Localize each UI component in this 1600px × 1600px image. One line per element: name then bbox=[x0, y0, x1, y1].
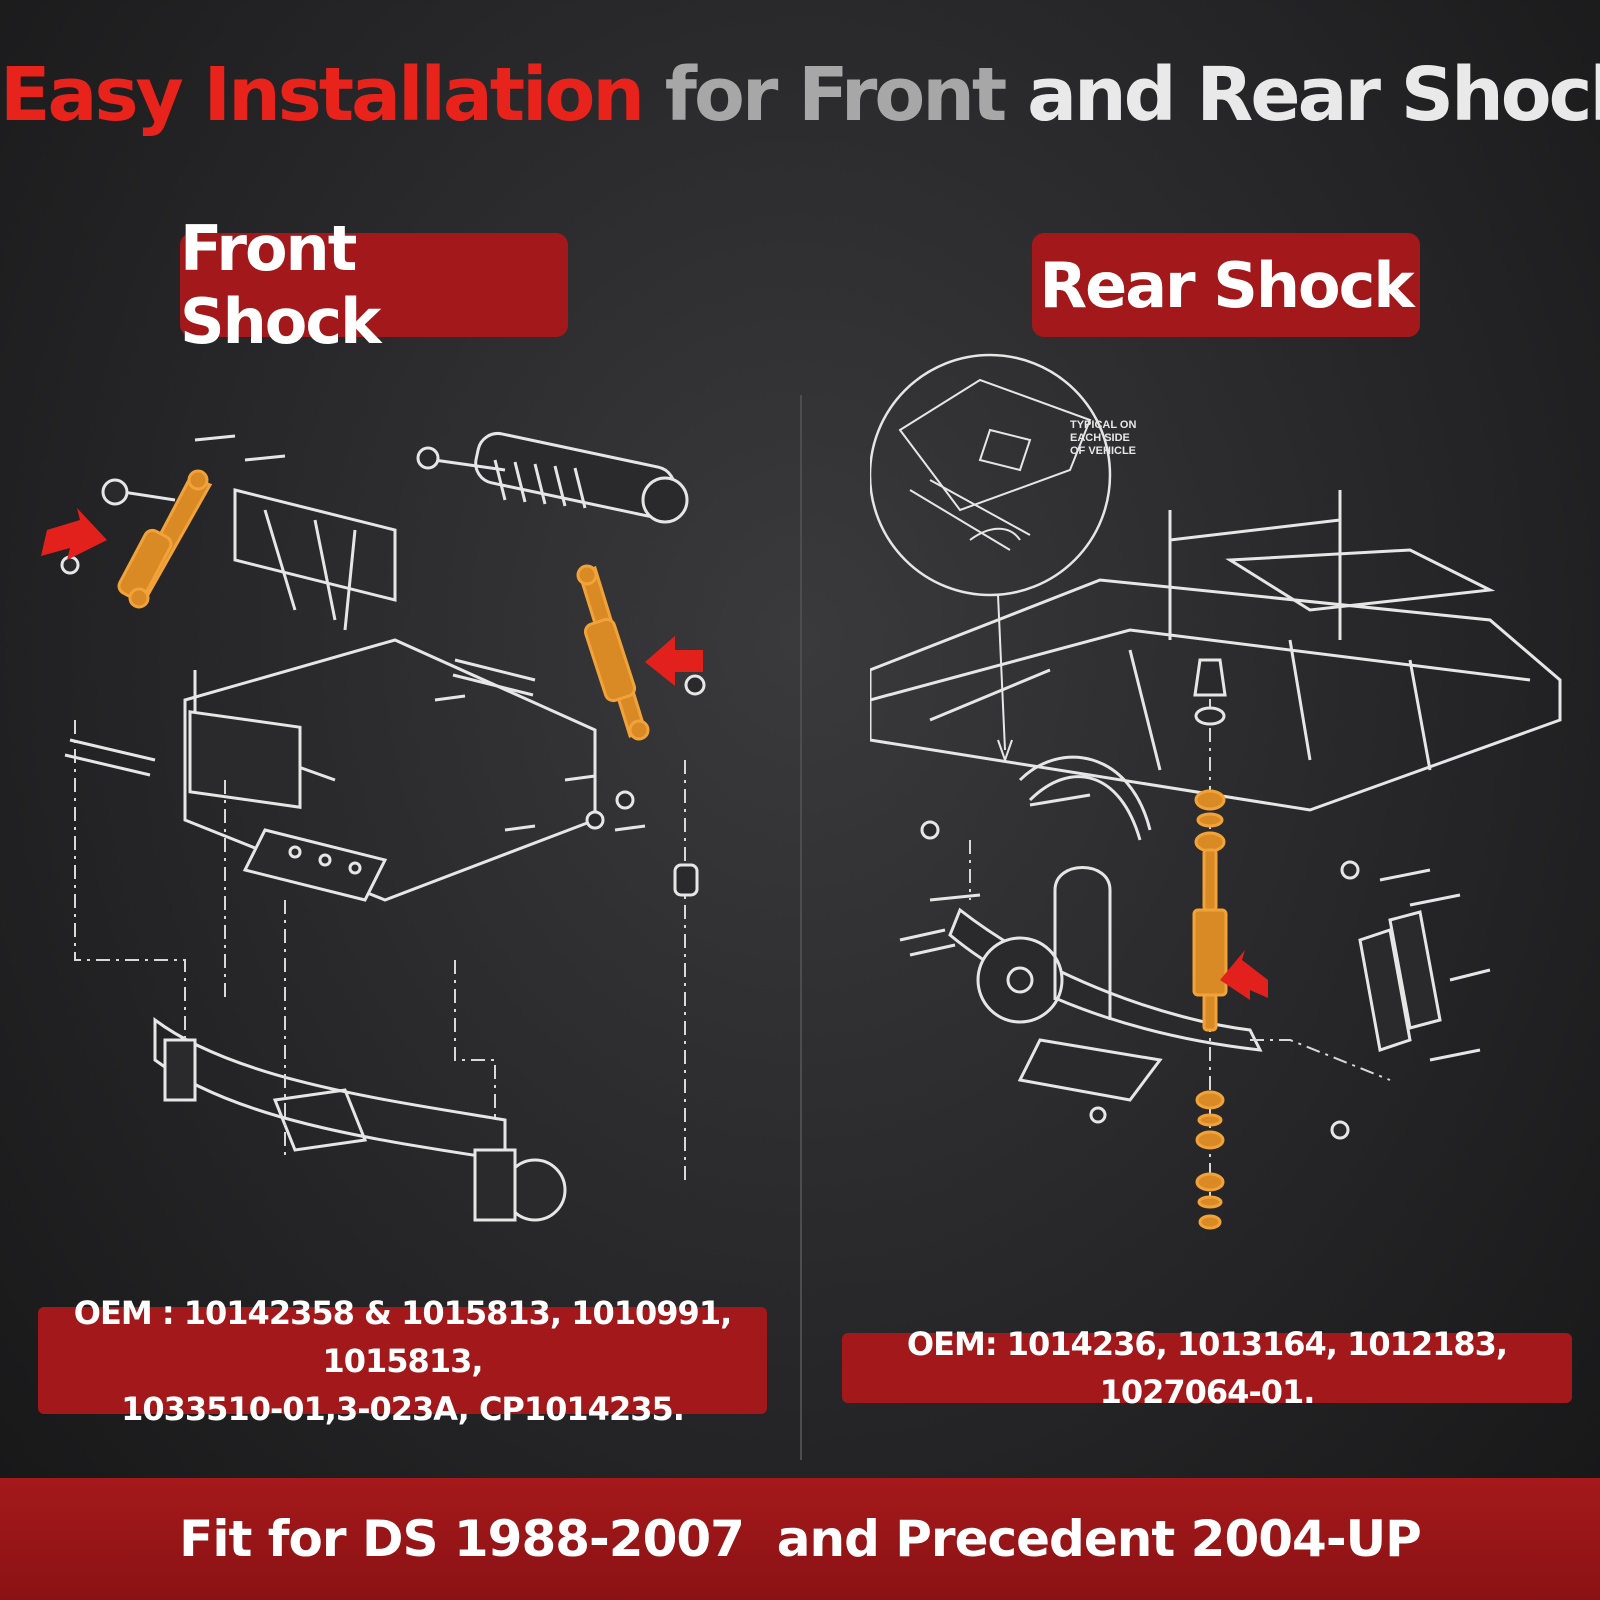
arrow-rear-shock-icon bbox=[1220, 950, 1268, 1000]
front-oem-line-1: OEM : 10142358 & 1015813, 1010991, 10158… bbox=[73, 1293, 732, 1380]
rear-shock-label: Rear Shock bbox=[1032, 233, 1420, 337]
front-oem-line-2: 1033510-01,3-023A, CP1014235. bbox=[121, 1389, 685, 1428]
steering-rack bbox=[474, 431, 689, 524]
front-oem-numbers: OEM : 10142358 & 1015813, 1010991, 10158… bbox=[38, 1294, 767, 1428]
rear-suspension-diagram: TYPICAL ON EACH SIDE OF VEHICLE bbox=[870, 353, 1562, 1230]
callout-line-3: OF VEHICLE bbox=[1070, 445, 1136, 457]
front-shock-right bbox=[576, 564, 650, 741]
arrow-right-shock-icon bbox=[645, 636, 703, 686]
front-shock-label: Front Shock bbox=[180, 212, 568, 358]
rear-shock bbox=[1192, 658, 1228, 1230]
title-part-easy-installation: Easy Installation bbox=[0, 52, 645, 138]
fitment-banner: Fit for DS 1988-2007 and Precedent 2004-… bbox=[0, 1478, 1600, 1600]
arrow-left-shock-icon bbox=[41, 508, 107, 560]
rear-oem-numbers: OEM: 1014236, 1013164, 1012183, 1027064-… bbox=[842, 1325, 1572, 1411]
front-suspension-diagram bbox=[41, 431, 706, 1222]
front-shock-left bbox=[117, 469, 213, 609]
callout-line-2: EACH SIDE bbox=[1070, 432, 1130, 444]
callout-detail: TYPICAL ON EACH SIDE OF VEHICLE bbox=[870, 353, 1136, 597]
section-divider bbox=[800, 395, 802, 1460]
callout-line-1: TYPICAL ON bbox=[1070, 419, 1136, 431]
title-part-rear-shocks: and Rear Shocks bbox=[1027, 52, 1600, 138]
title-part-for-front: for Front bbox=[664, 52, 1007, 138]
page-title: Easy Installation for Front and Rear Sho… bbox=[0, 52, 1600, 138]
